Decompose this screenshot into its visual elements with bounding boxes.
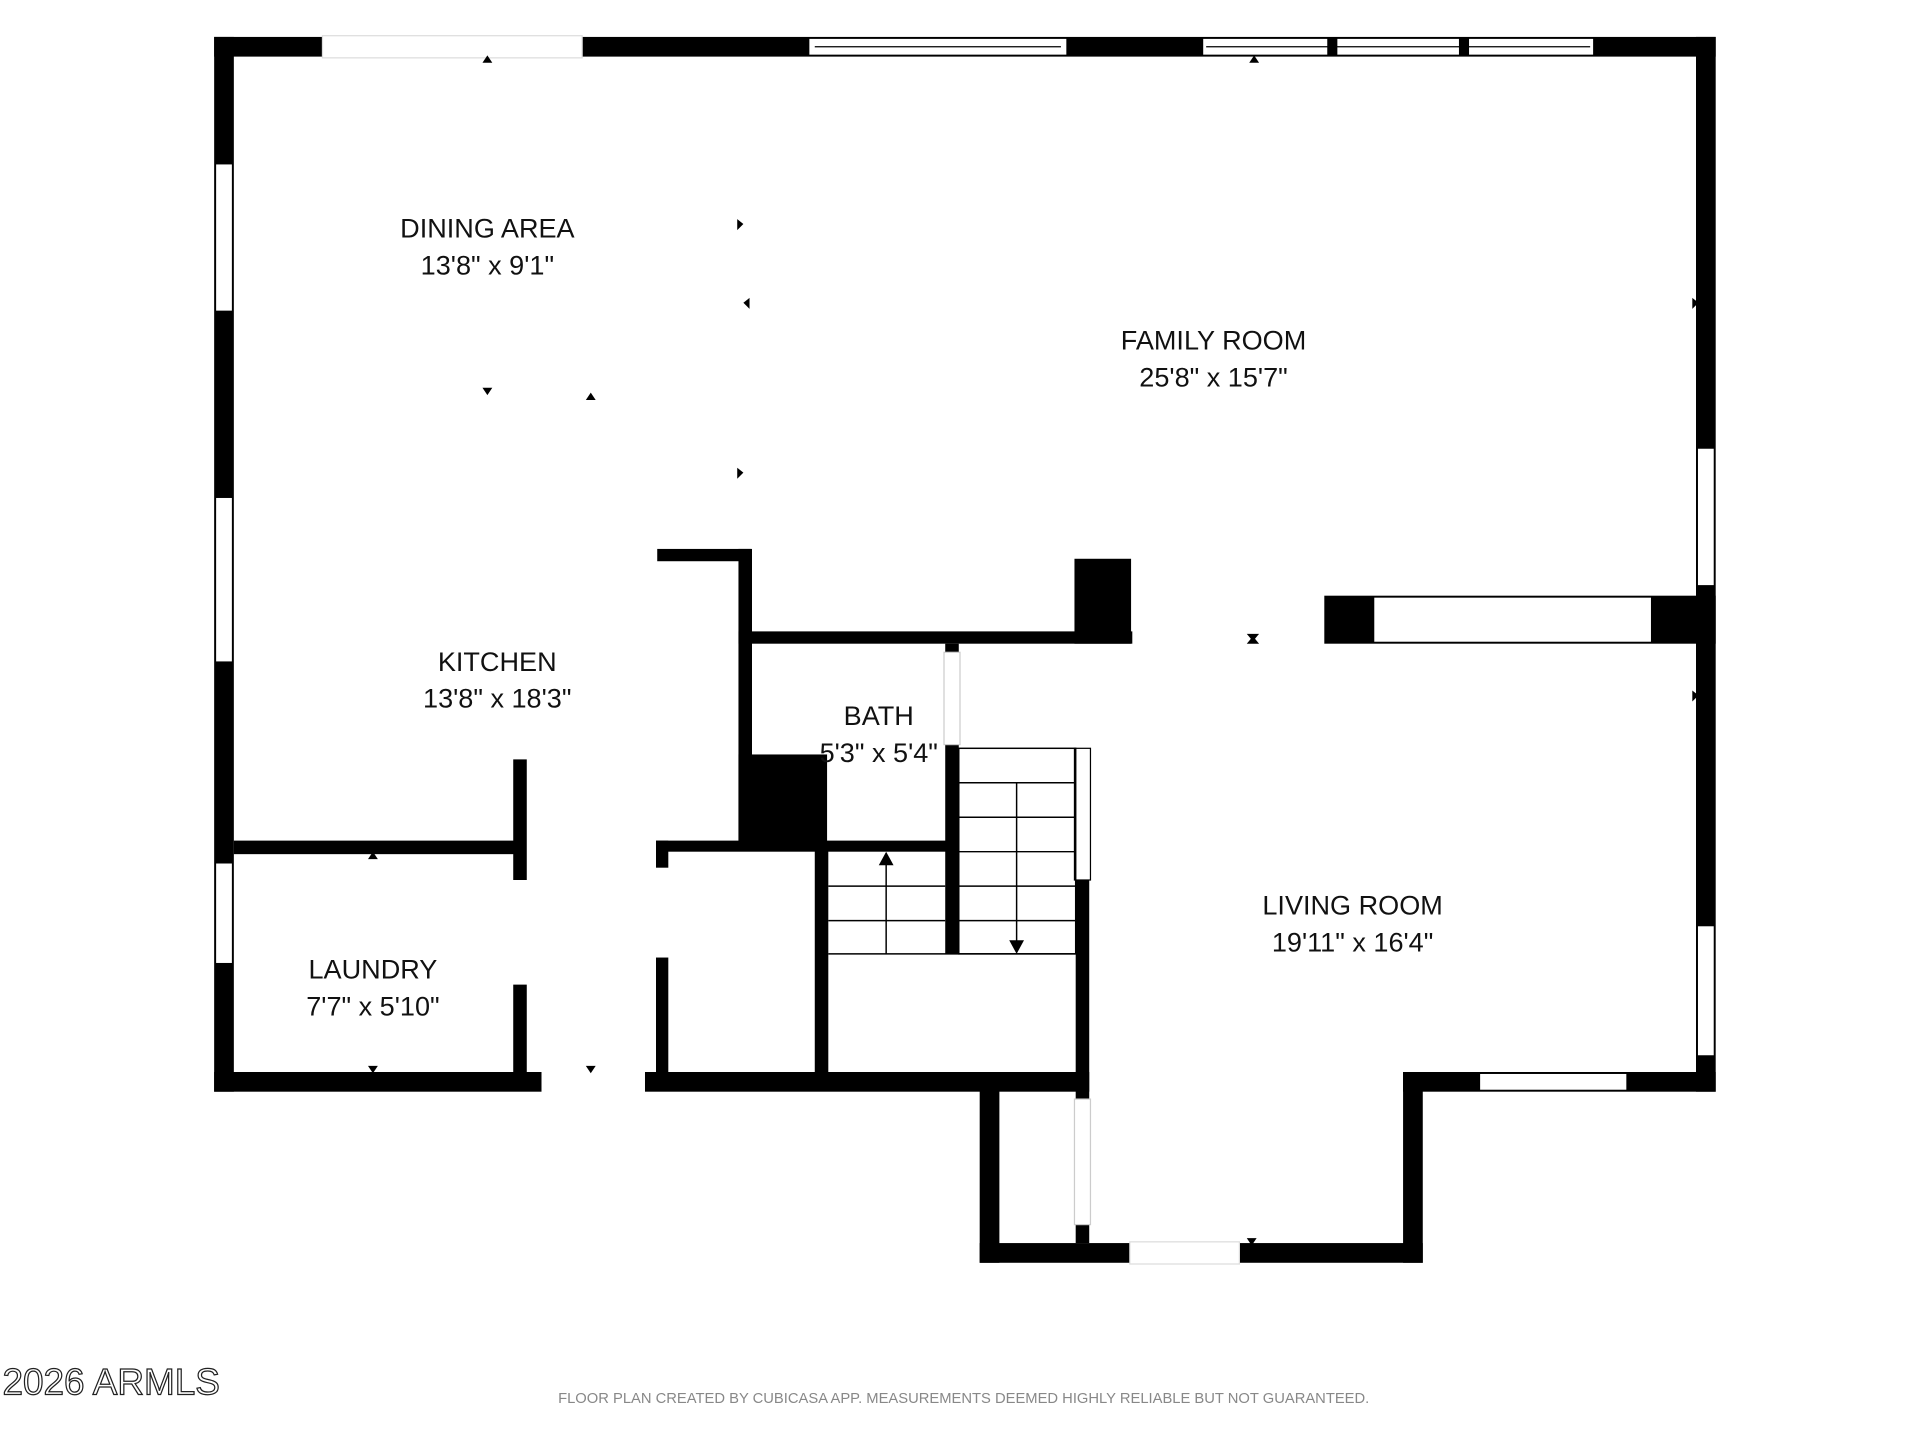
room-size: 13'8" x 9'1" bbox=[421, 249, 554, 280]
room-name: BATH bbox=[844, 700, 914, 731]
watermark: 2026 ARMLS bbox=[2, 1361, 219, 1402]
room-name: LAUNDRY bbox=[309, 953, 438, 984]
room-living-room: LIVING ROOM 19'11" x 16'4" bbox=[1262, 889, 1442, 957]
disclaimer: FLOOR PLAN CREATED BY CUBICASA APP. MEAS… bbox=[558, 1391, 1369, 1407]
room-size: 7'7" x 5'10" bbox=[306, 990, 439, 1021]
room-size: 19'11" x 16'4" bbox=[1272, 926, 1433, 957]
room-size: 25'8" x 15'7" bbox=[1139, 361, 1287, 392]
room-bath: BATH 5'3" x 5'4" bbox=[820, 700, 938, 768]
room-name: LIVING ROOM bbox=[1262, 889, 1442, 920]
room-size: 5'3" x 5'4" bbox=[820, 737, 938, 768]
room-name: KITCHEN bbox=[438, 646, 557, 677]
room-family-room: FAMILY ROOM 25'8" x 15'7" bbox=[1121, 325, 1306, 393]
room-name: DINING AREA bbox=[400, 213, 574, 244]
room-dining-area: DINING AREA 13'8" x 9'1" bbox=[400, 213, 574, 281]
room-name: FAMILY ROOM bbox=[1121, 325, 1306, 356]
walls bbox=[214, 36, 1716, 1263]
openings bbox=[214, 35, 1716, 1265]
room-laundry: LAUNDRY 7'7" x 5'10" bbox=[306, 953, 439, 1021]
stairs bbox=[828, 747, 1077, 955]
room-kitchen: KITCHEN 13'8" x 18'3" bbox=[423, 646, 571, 714]
room-size: 13'8" x 18'3" bbox=[423, 683, 571, 714]
markers bbox=[368, 55, 1699, 1246]
